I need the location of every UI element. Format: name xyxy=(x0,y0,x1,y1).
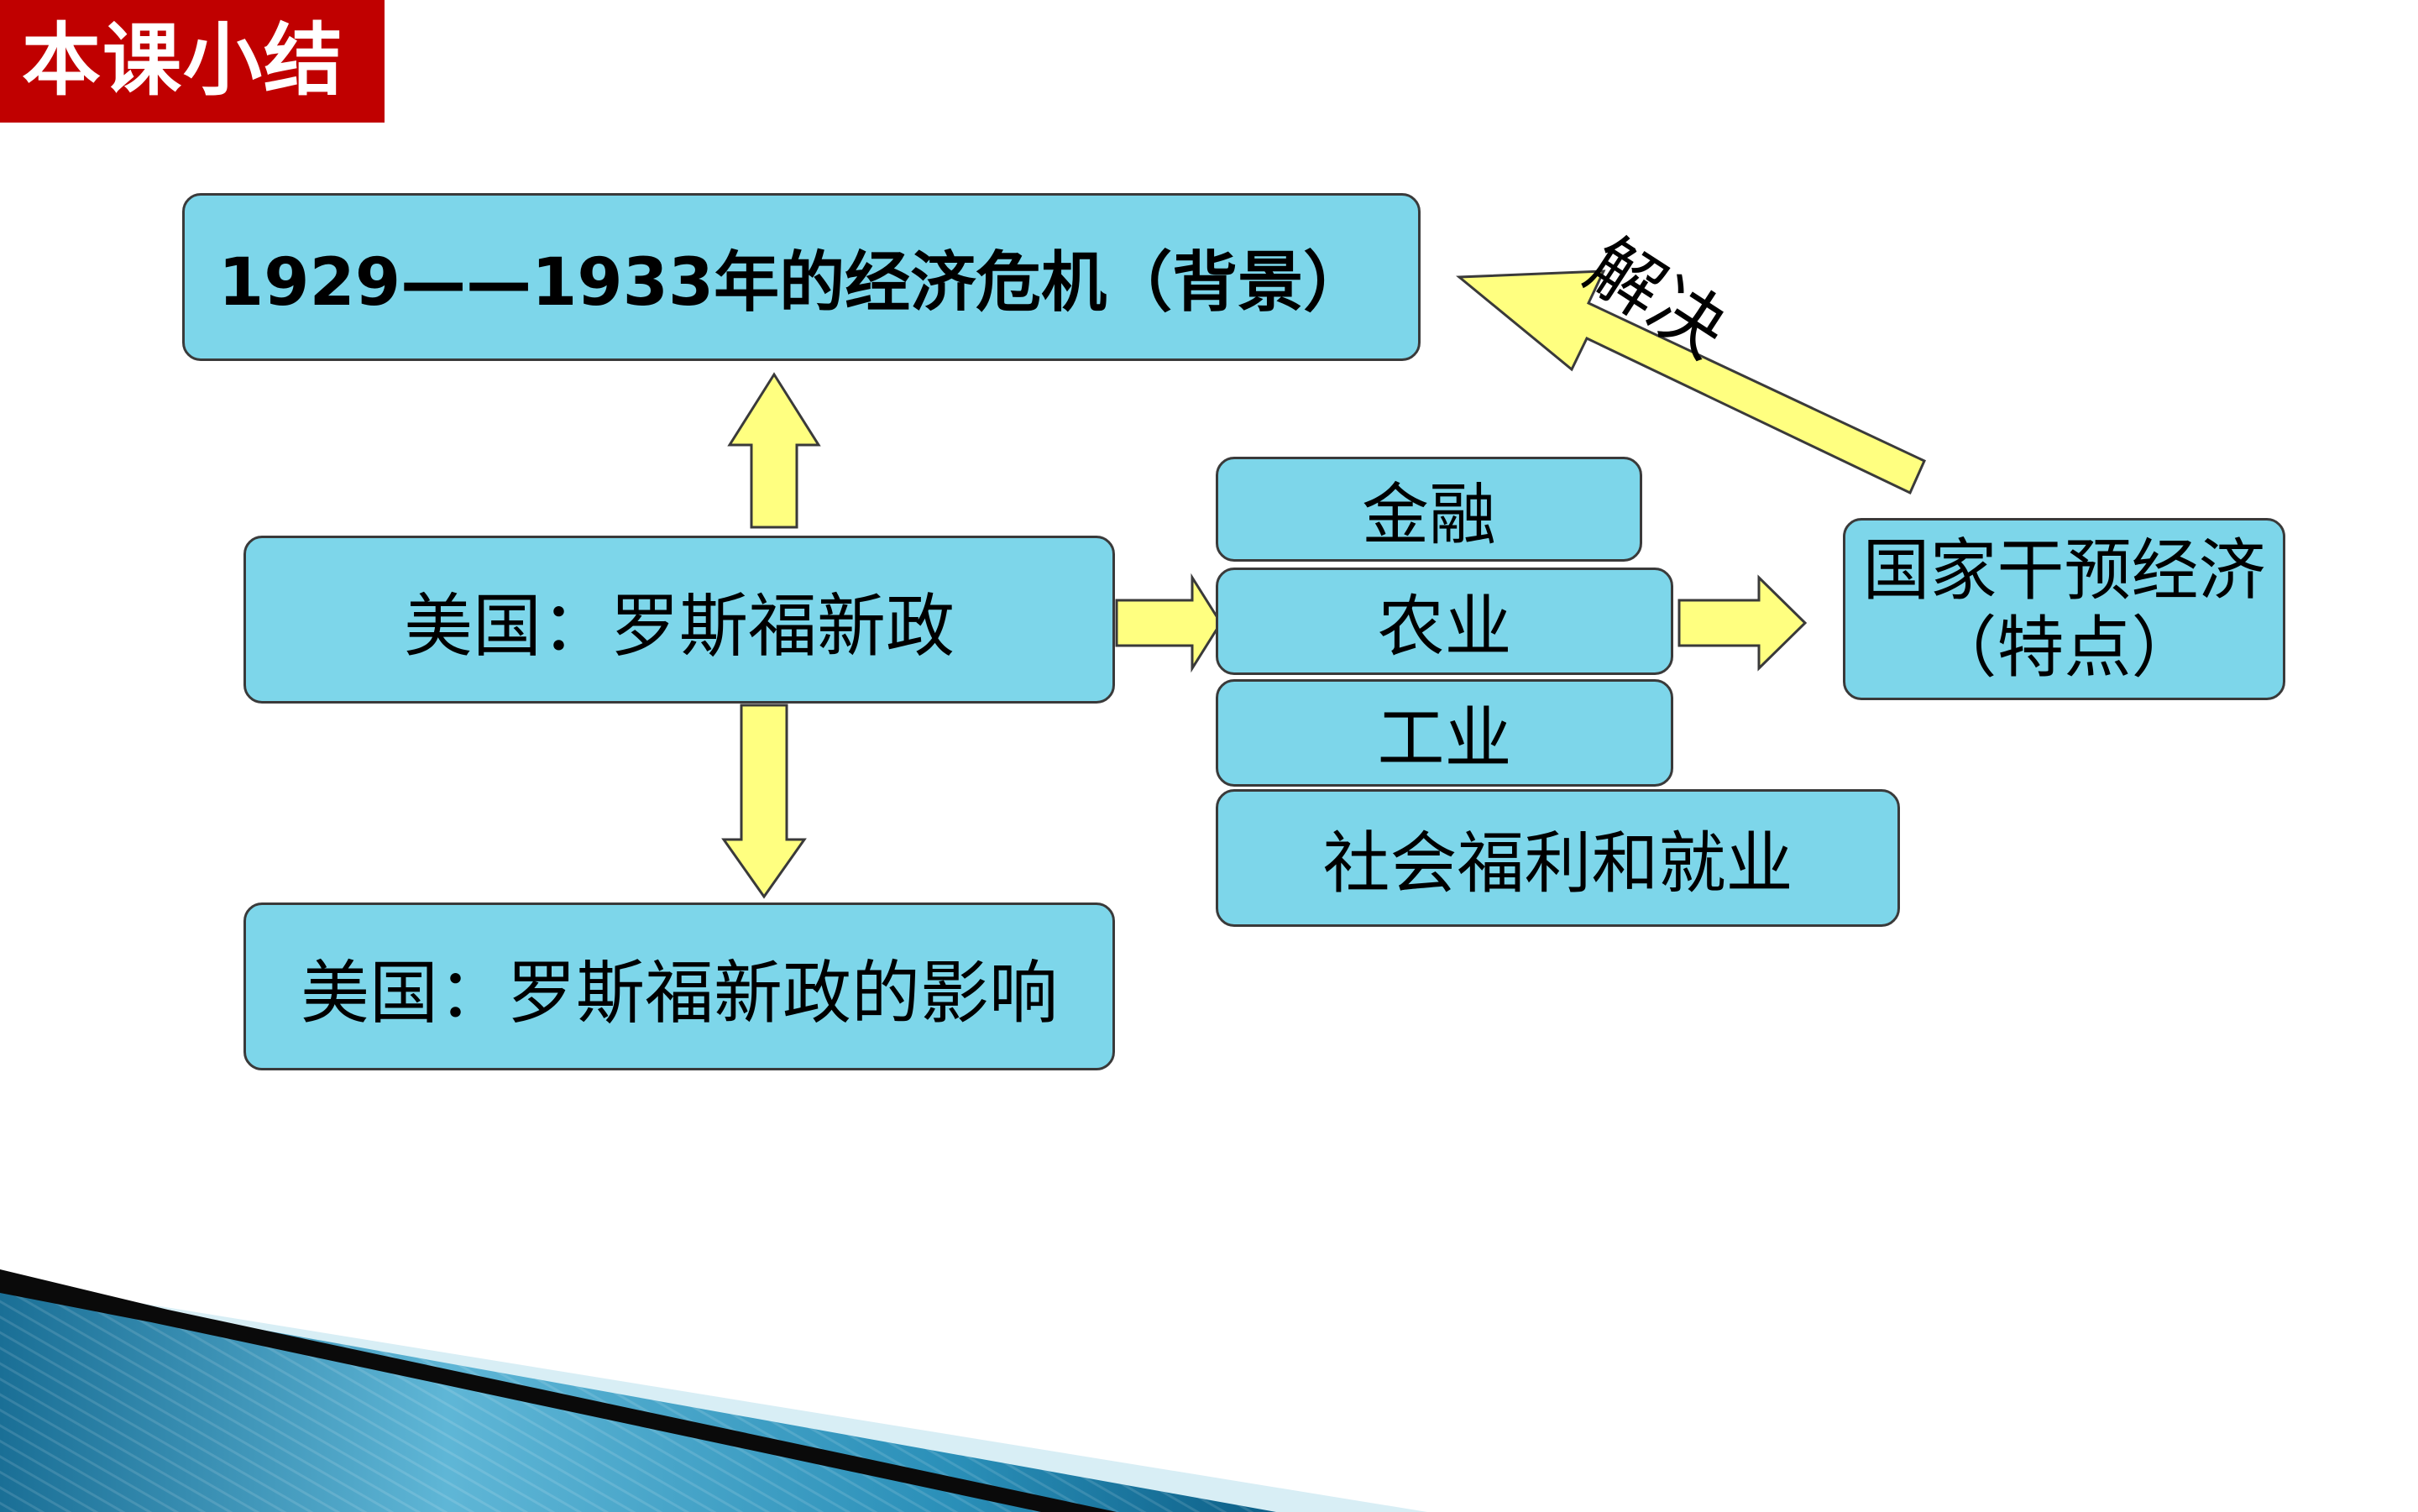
agriculture-box: 农业 xyxy=(1216,568,1673,675)
industry-label: 工业 xyxy=(1377,699,1512,777)
page-title: 本课小结 xyxy=(0,0,385,123)
arrow-right-measures xyxy=(1115,573,1222,673)
arrow-up xyxy=(727,372,821,529)
background-label: 1929——1933年的经济危机（背景） xyxy=(218,245,1369,321)
finance-label: 金融 xyxy=(1362,475,1496,554)
feature-box: 国家干预经济 （特点） xyxy=(1843,518,2285,700)
industry-box: 工业 xyxy=(1216,679,1673,787)
background-box: 1929——1933年的经济危机（背景） xyxy=(182,193,1421,361)
new-deal-box: 美国：罗斯福新政 xyxy=(243,536,1115,704)
impact-label: 美国：罗斯福新政的影响 xyxy=(300,953,1058,1033)
arrow-solve xyxy=(1456,269,1926,495)
feature-label-line1: 国家干预经济 xyxy=(1862,531,2266,610)
arrow-down xyxy=(721,704,807,899)
social-welfare-box: 社会福利和就业 xyxy=(1216,789,1900,927)
feature-label-line2: （特点） xyxy=(1929,608,2199,687)
finance-box: 金融 xyxy=(1216,457,1642,562)
agriculture-label: 农业 xyxy=(1377,588,1512,666)
new-deal-label: 美国：罗斯福新政 xyxy=(403,586,955,667)
arrow-right-feature xyxy=(1677,574,1808,672)
social-welfare-label: 社会福利和就业 xyxy=(1322,824,1793,902)
impact-box: 美国：罗斯福新政的影响 xyxy=(243,902,1115,1070)
